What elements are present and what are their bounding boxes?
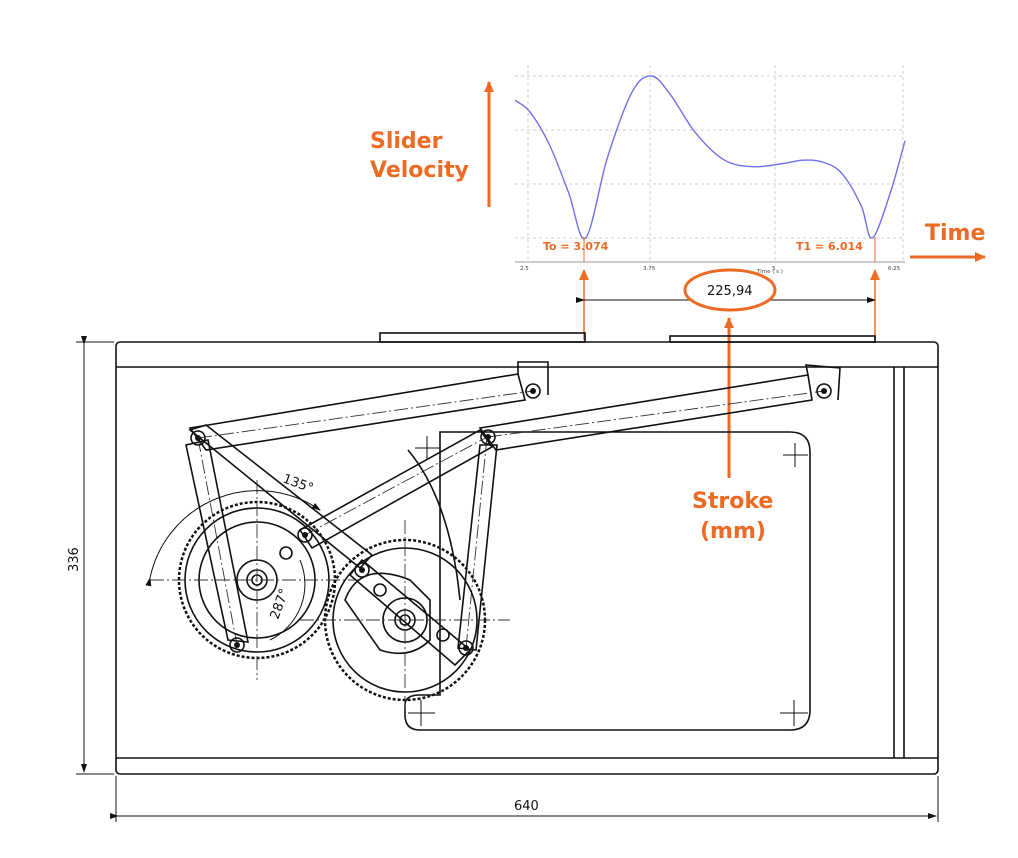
to-annotation: To = 3.074 — [543, 240, 609, 253]
slot-center-marks — [408, 436, 808, 726]
x-tick-label: 6.25 — [888, 266, 901, 272]
angle-label-287: 287° — [268, 587, 293, 622]
t1-annotation: T1 = 6.014 — [796, 240, 863, 253]
stroke-label-line1: Stroke — [692, 489, 773, 514]
time-label: Time — [925, 221, 985, 246]
width-value: 640 — [514, 799, 539, 814]
height-value: 336 — [67, 547, 82, 572]
slider-velocity-label-line2: Velocity — [370, 158, 469, 183]
width-dimension: 640 — [110, 776, 939, 822]
left-gear — [150, 480, 360, 680]
chart-grid — [515, 65, 905, 263]
velocity-chart: 2.5 3.75 5 6.25 Time ( s ) To = 3.074 T1… — [514, 65, 906, 275]
slider-velocity-label-line1: Slider — [370, 129, 443, 154]
right-gear — [300, 520, 510, 720]
chart-tick-labels: 2.5 3.75 5 6.25 Time ( s ) — [520, 266, 901, 275]
slot-plate — [404, 431, 811, 731]
machine-frame — [115, 332, 939, 775]
velocity-series-line — [514, 75, 906, 240]
x-tick-label: 3.75 — [643, 266, 656, 272]
x-axis-label: Time ( s ) — [756, 269, 783, 275]
stroke-value: 225,94 — [707, 284, 753, 299]
angle-label-135: 135° — [281, 472, 316, 497]
x-tick-label: 5 — [772, 266, 776, 272]
height-dimension: 336 — [67, 336, 114, 775]
stroke-value-highlight — [683, 268, 777, 312]
angle-arc-287 — [269, 559, 306, 641]
stroke-label-line2: (mm) — [700, 519, 766, 544]
x-tick-label: 2.5 — [520, 266, 529, 272]
angle-arc-135 — [145, 490, 321, 587]
